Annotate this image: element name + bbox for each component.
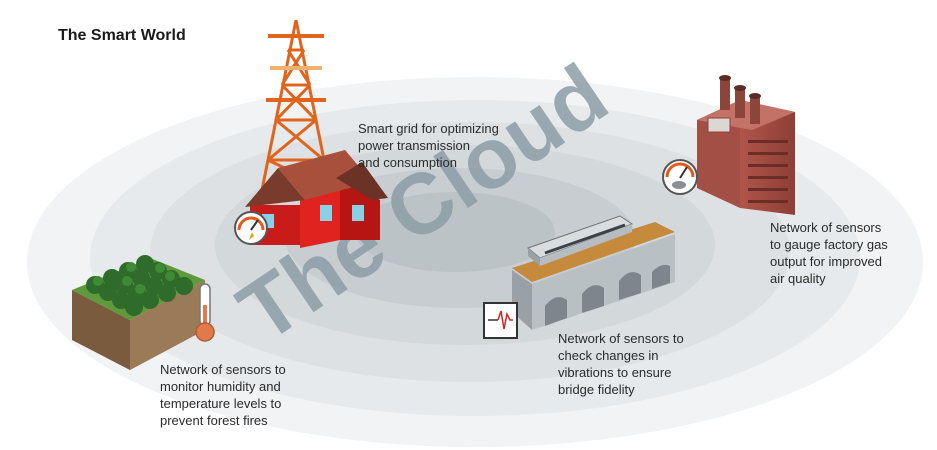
- smart-grid-caption: Smart grid for optimizing power transmis…: [358, 121, 499, 170]
- gas-gauge-icon: [662, 159, 698, 195]
- thermometer-icon: [195, 283, 215, 342]
- factory-icon: [697, 75, 795, 215]
- forest-icon: [72, 255, 205, 370]
- bridge-sensor-caption: Network of sensors to check changes in v…: [558, 331, 684, 397]
- bridge-icon: [512, 222, 675, 330]
- factory-sensor-caption: Network of sensors to gauge factory gas …: [770, 220, 888, 286]
- page-title: The Smart World: [58, 27, 186, 44]
- forest-sensor-caption: Network of sensors to monitor humidity a…: [160, 362, 286, 428]
- seismograph-icon: [483, 302, 518, 339]
- train-icon: [527, 215, 634, 266]
- house-icon: [245, 150, 388, 248]
- gauge-icon: [234, 211, 268, 245]
